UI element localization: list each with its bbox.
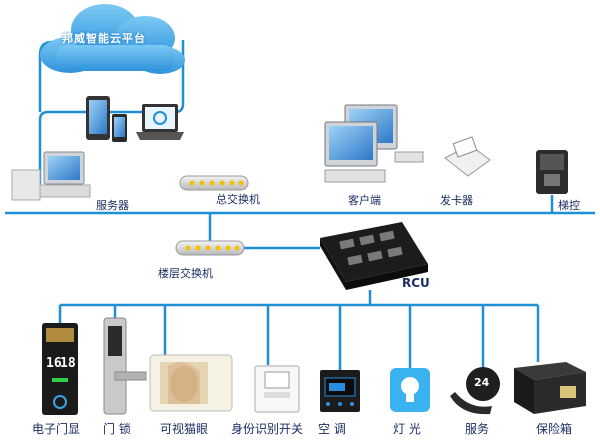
door-display-room-left: 16 bbox=[46, 356, 62, 371]
server-icon bbox=[11, 151, 91, 201]
device-label-door-lock: 门 锁 bbox=[103, 422, 131, 436]
tablet-icon bbox=[86, 96, 110, 140]
elevator-reader-icon bbox=[536, 150, 568, 194]
cloud-platform-title: 邦威智能云平台 bbox=[62, 32, 146, 45]
device-label-video-peephole: 可视猫眼 bbox=[160, 422, 209, 436]
cloud-loop-line bbox=[38, 40, 185, 185]
main-switch-icon bbox=[179, 175, 249, 191]
server-label: 服务器 bbox=[96, 199, 129, 212]
service-24-icon bbox=[450, 367, 500, 415]
safe-box-icon bbox=[514, 362, 586, 414]
elevator-control-label: 梯控 bbox=[558, 199, 580, 212]
door-display-icon bbox=[42, 323, 78, 415]
door-display-room-right: 18 bbox=[60, 356, 76, 371]
video-peephole-icon bbox=[149, 354, 233, 412]
card-issuer-label: 发卡器 bbox=[440, 194, 473, 207]
laptop-icon bbox=[136, 104, 184, 140]
floor-switch-label: 楼层交换机 bbox=[158, 267, 213, 280]
rcu-box-icon bbox=[320, 222, 428, 290]
client-label: 客户端 bbox=[348, 194, 381, 207]
device-label-door-display: 电子门显 bbox=[32, 422, 81, 436]
cloud-icon bbox=[40, 4, 185, 74]
client-pc-icon bbox=[324, 104, 424, 183]
ac-panel-icon bbox=[320, 370, 360, 412]
main-switch-label: 总交换机 bbox=[216, 193, 260, 206]
device-label-lighting: 灯 光 bbox=[393, 422, 421, 436]
rcu-label: RCU bbox=[402, 276, 430, 290]
device-label-safe: 保险箱 bbox=[536, 422, 573, 436]
light-bulb-icon bbox=[390, 368, 430, 412]
device-label-ac: 空 调 bbox=[318, 422, 346, 436]
connection-lines bbox=[5, 40, 595, 370]
id-switch-icon bbox=[254, 365, 300, 413]
device-label-id-switch: 身份识别开关 bbox=[231, 422, 304, 436]
device-label-service: 服务 bbox=[465, 422, 490, 436]
service-24-number: 24 bbox=[474, 376, 490, 389]
floor-switch-icon bbox=[175, 240, 245, 256]
card-issuer-icon bbox=[444, 136, 491, 177]
phone-icon bbox=[112, 114, 127, 142]
door-lock-icon bbox=[103, 317, 147, 415]
